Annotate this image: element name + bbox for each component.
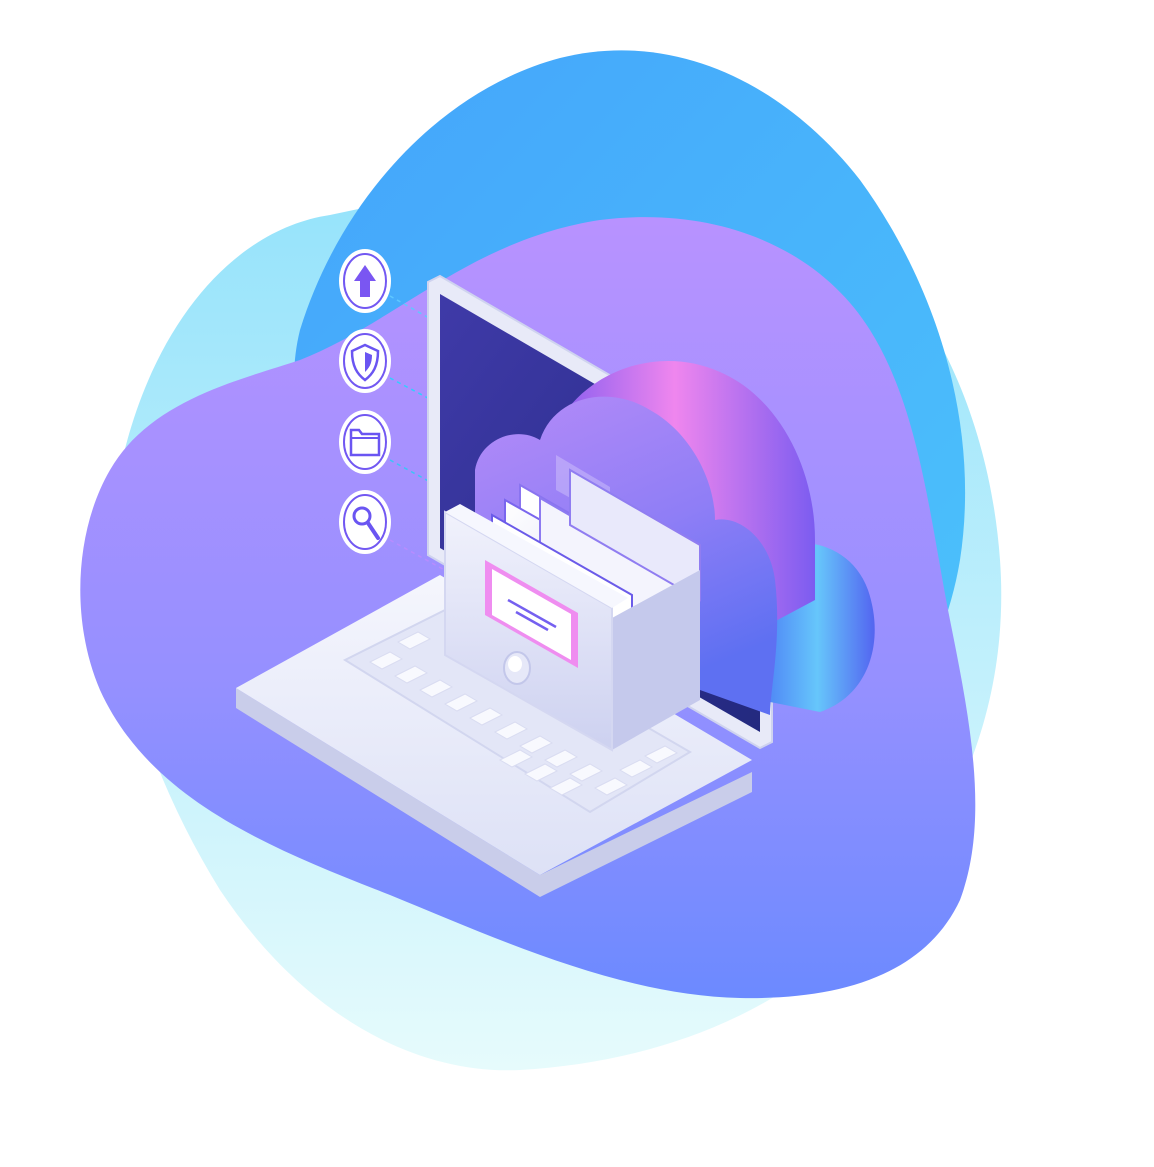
file-drawer [444,468,701,752]
drawer-top-rim [445,504,628,608]
keyboard-keys [368,631,679,796]
laptop-base-side [236,688,752,897]
folder-icon [339,410,391,474]
search-icon [339,490,391,554]
shield-icon [339,329,391,393]
upload-icon [339,249,391,313]
drawer-side [612,570,700,750]
